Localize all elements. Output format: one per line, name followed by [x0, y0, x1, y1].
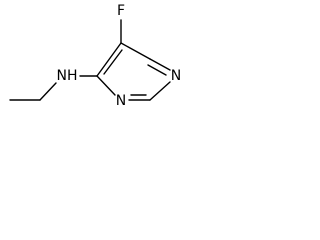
fluorine-atom-label: F	[117, 3, 125, 19]
bond-c4-c5	[96, 42, 122, 77]
bond-n3-c4	[96, 75, 116, 96]
bond-nh-ch2	[39, 82, 57, 101]
bond-c4-c5-double	[103, 49, 123, 75]
bond-c6-n1	[149, 58, 171, 71]
bond-n1-c2	[149, 81, 171, 101]
bond-c5-c6	[120, 42, 151, 60]
ring-n1-atom-label: N	[171, 68, 181, 84]
molecule-structure: F NH N N	[9, 3, 181, 109]
ring-bonds	[96, 42, 171, 101]
amine-atom-label: NH	[57, 68, 78, 84]
ring-n3-atom-label: N	[116, 93, 126, 109]
bond-c6-n1-double	[147, 64, 167, 76]
